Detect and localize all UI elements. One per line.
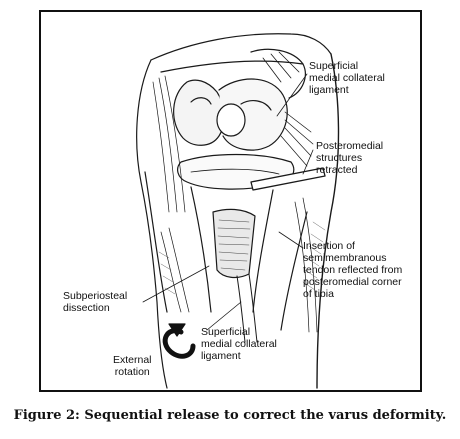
leader-superficial-mcl-top xyxy=(276,73,308,117)
label-superficial-mcl-bottom: Superficial medial collateral ligament xyxy=(201,326,277,362)
femoral-condyle xyxy=(173,79,225,146)
retractor xyxy=(250,167,326,191)
figure-caption: Figure 2: Sequential release to correct … xyxy=(13,408,447,423)
leader-subperiosteal xyxy=(142,265,210,303)
tibial-exposure xyxy=(212,208,256,279)
label-superficial-mcl-top: Superficial medial collateral ligament xyxy=(309,60,385,96)
label-external-rotation: External rotation xyxy=(113,354,152,378)
leader-insertion xyxy=(278,231,304,249)
label-insertion-semimembranous: Insertion of semimembranous tendon refle… xyxy=(303,240,403,300)
knee-surgery-illustration xyxy=(136,33,340,389)
leader-superficial-mcl-bottom xyxy=(206,301,242,331)
figure-frame: Superficial medial collateral ligament P… xyxy=(39,10,422,392)
external-rotation-arrow xyxy=(162,328,196,359)
label-subperiosteal-dissection: Subperiosteal dissection xyxy=(63,290,128,314)
leader-posteromedial xyxy=(302,149,314,175)
label-posteromedial-structures: Posteromedial structures retracted xyxy=(316,140,384,176)
